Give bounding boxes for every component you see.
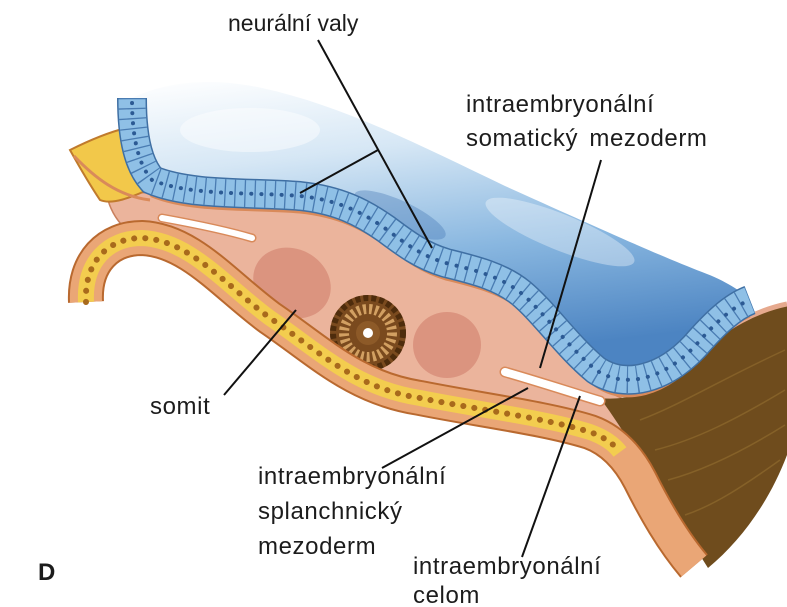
label-neural-folds: neurální valy	[228, 10, 359, 36]
somite-right	[413, 312, 481, 378]
label-coelom-line1: intraembryonální	[413, 553, 601, 580]
notochord-lumen	[363, 328, 373, 338]
label-splanchnic-mesoderm-line2: splanchnický	[258, 498, 403, 525]
panel-letter: D	[38, 559, 55, 586]
label-somatic-mesoderm-line2: somatický mezoderm	[466, 125, 708, 152]
label-somatic-mesoderm-line1: intraembryonální	[466, 91, 654, 118]
surface-highlight	[180, 108, 320, 152]
label-somite: somit	[150, 393, 210, 420]
label-splanchnic-mesoderm-line3: mezoderm	[258, 533, 376, 560]
label-coelom-line2: celom	[413, 582, 480, 607]
label-splanchnic-mesoderm-line1: intraembryonální	[258, 463, 446, 490]
